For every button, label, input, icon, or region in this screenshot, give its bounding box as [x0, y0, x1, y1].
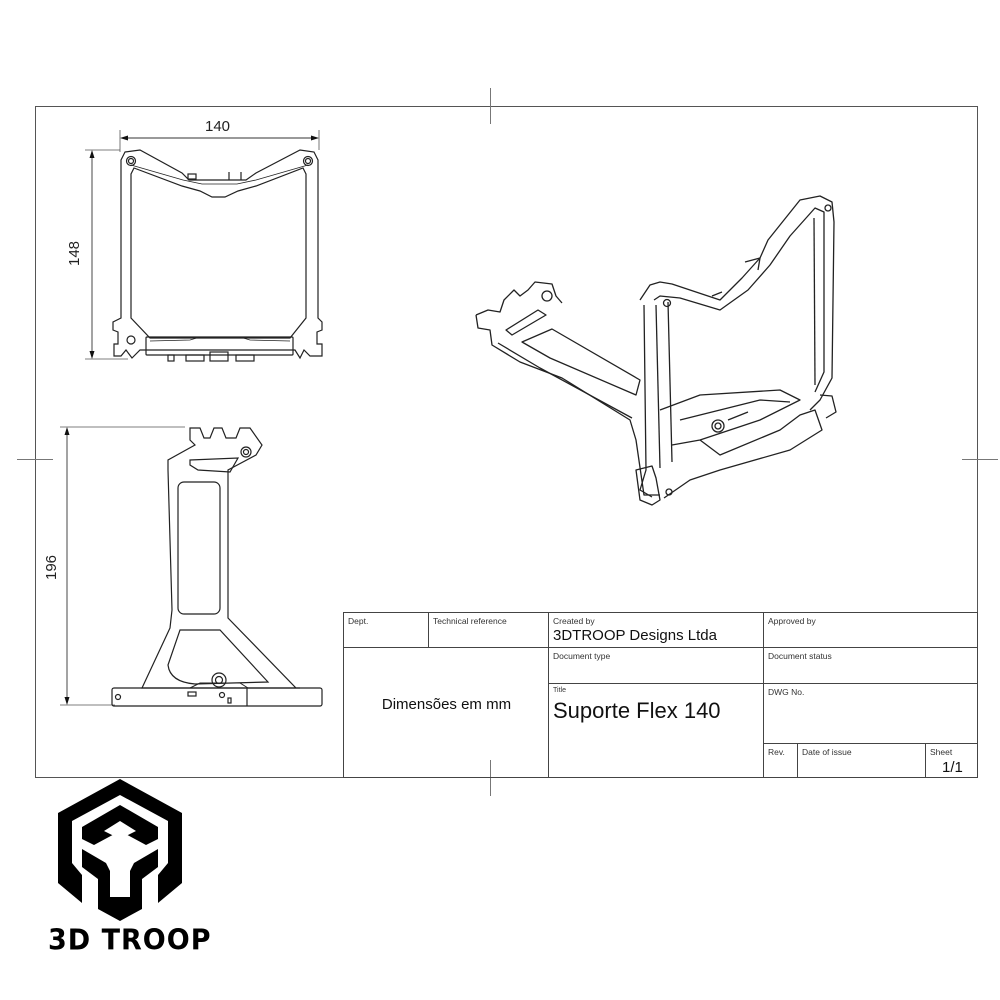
rev-cell: Rev.: [764, 744, 798, 778]
center-mark-bottom: [490, 760, 491, 796]
note-cell: Dimensões em mm: [344, 648, 549, 778]
center-mark-right: [962, 459, 998, 460]
3d-troop-cube-logo-icon: [58, 779, 182, 921]
technical-reference-label: Technical reference: [433, 616, 507, 626]
title-label: Title: [553, 687, 566, 694]
created-by-cell: Created by 3DTROOP Designs Ltda: [549, 613, 764, 648]
dept-label: Dept.: [348, 616, 369, 626]
center-mark-left: [17, 459, 53, 460]
sheet-cell: Sheet 1/1: [926, 744, 978, 778]
technical-reference-cell: Technical reference: [429, 613, 549, 648]
date-of-issue-cell: Date of issue: [798, 744, 926, 778]
sheet-label: Sheet: [930, 747, 953, 757]
dept-cell: Dept.: [344, 613, 429, 648]
created-by-value: 3DTROOP Designs Ltda: [553, 627, 717, 644]
center-mark-top: [490, 88, 491, 124]
date-of-issue-label: Date of issue: [802, 747, 852, 757]
created-by-label: Created by: [553, 616, 595, 626]
approved-by-cell: Approved by: [764, 613, 978, 648]
document-type-cell: Document type: [549, 648, 764, 684]
drawing-title: Suporte Flex 140: [553, 698, 721, 723]
document-type-label: Document type: [553, 651, 611, 661]
dimension-width-140: 140: [205, 118, 231, 135]
brand-name: 3D TROOP: [48, 924, 212, 957]
title-cell: Title Suporte Flex 140: [549, 684, 764, 778]
title-block: Dept. Technical reference Created by 3DT…: [343, 612, 978, 778]
dwg-no-cell: DWG No.: [764, 684, 978, 744]
sheet-value: 1/1: [942, 759, 963, 776]
rev-label: Rev.: [768, 747, 785, 757]
document-status-cell: Document status: [764, 648, 978, 684]
dimensions-note: Dimensões em mm: [381, 696, 512, 713]
document-status-label: Document status: [768, 651, 832, 661]
dwg-no-label: DWG No.: [768, 687, 805, 697]
approved-by-label: Approved by: [768, 616, 816, 626]
